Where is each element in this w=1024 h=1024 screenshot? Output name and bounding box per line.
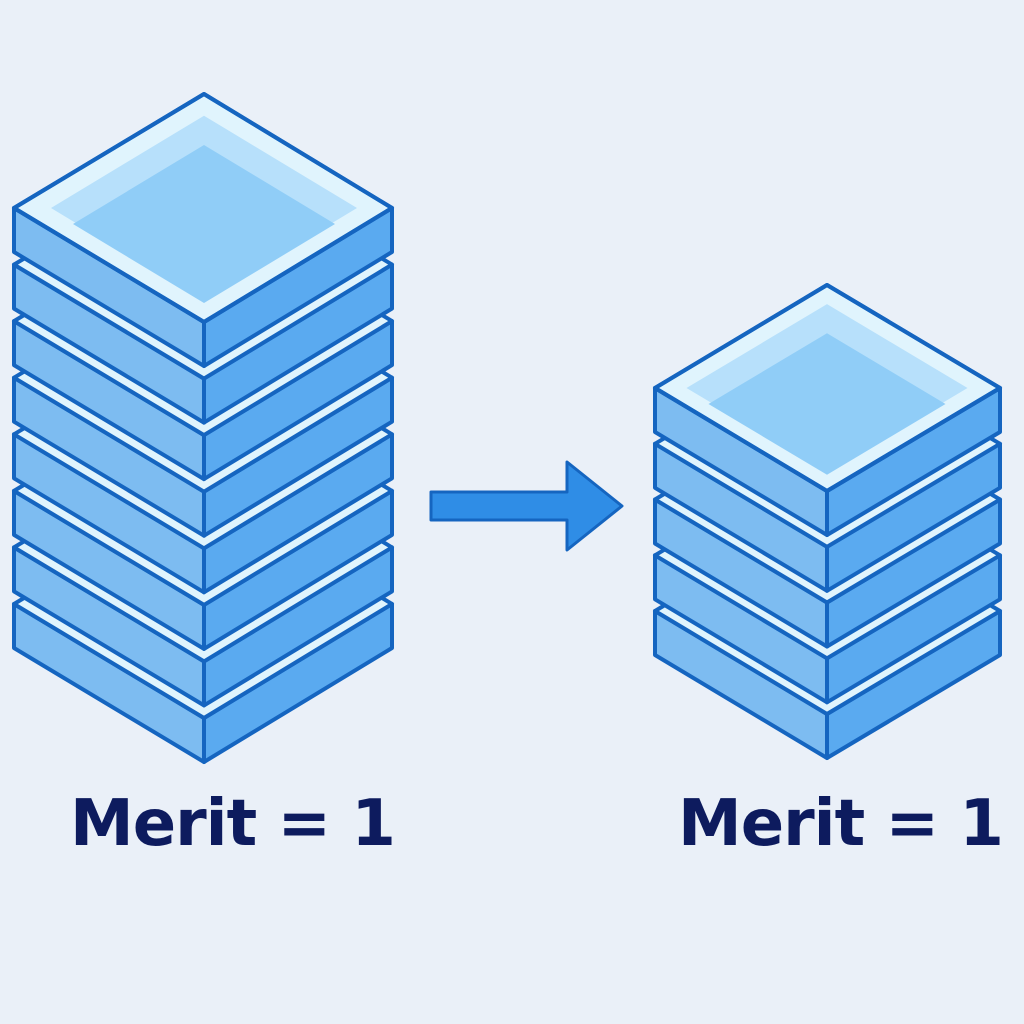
short-stack-top-outline <box>653 283 1002 493</box>
tall-stack-label: Merit = 1 <box>70 787 396 861</box>
short-stack-recess-basin <box>708 333 946 475</box>
tall-stack-recess-basin <box>73 145 335 303</box>
short-stack <box>653 283 1002 760</box>
right-arrow-icon <box>429 460 624 552</box>
tall-stack-top-recess <box>12 92 394 324</box>
short-stack-label: Merit = 1 <box>678 787 1004 861</box>
tall-stack-top-outline <box>12 92 394 324</box>
short-stack-top-recess <box>653 283 1002 493</box>
tall-stack <box>12 92 394 764</box>
arrow-shape <box>429 460 624 552</box>
